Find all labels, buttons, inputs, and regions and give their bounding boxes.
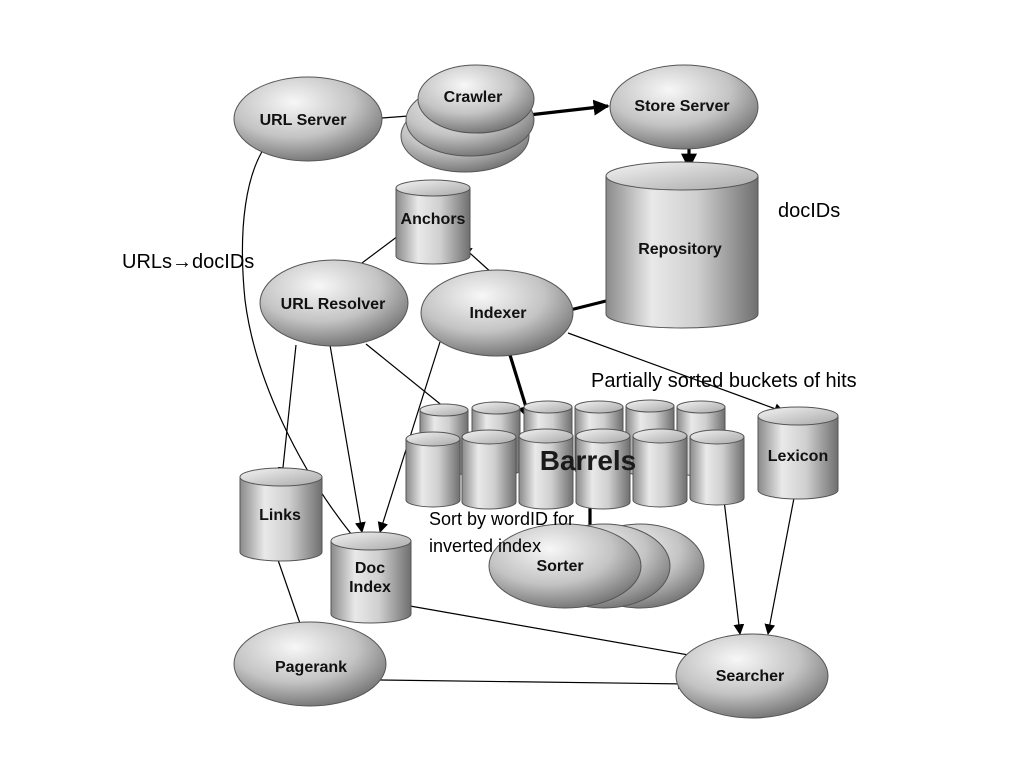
node-repository: Repository	[605, 161, 759, 329]
node-pagerank: Pagerank	[233, 621, 387, 707]
annotations: docIDs URLs→docIDs Partially sorted buck…	[122, 200, 857, 556]
searcher-label: Searcher	[716, 668, 785, 685]
docids-annotation: docIDs	[778, 200, 840, 222]
node-store-server: Store Server	[609, 64, 759, 150]
node-crawler: Crawler	[400, 64, 535, 173]
edge-pagerank-searcher	[379, 678, 690, 690]
node-url-resolver: URL Resolver	[259, 259, 409, 347]
links-label: Links	[259, 507, 301, 524]
urls-to-docids-annotation: URLs→docIDs	[122, 251, 254, 273]
node-searcher: Searcher	[675, 633, 829, 719]
indexer-label: Indexer	[470, 305, 527, 322]
barrels-label: Barrels	[540, 445, 637, 476]
edge-lexicon-searcher	[764, 497, 795, 636]
sort-annotation-line2: inverted index	[429, 536, 541, 556]
sort-annotation-line1: Sort by wordID for	[429, 509, 574, 529]
store-server-label: Store Server	[634, 98, 729, 115]
doc-index-label-line1: Doc	[355, 560, 385, 577]
pagerank-label: Pagerank	[275, 659, 347, 676]
url-server-label: URL Server	[260, 112, 347, 129]
crawler-label: Crawler	[444, 89, 503, 106]
barrels-front-row	[405, 428, 745, 510]
sorter-label: Sorter	[536, 558, 583, 575]
node-barrels: Barrels	[405, 399, 745, 510]
anchors-label: Anchors	[401, 211, 466, 228]
edge-urlresolver-docindex	[329, 344, 366, 534]
lexicon-label: Lexicon	[768, 448, 828, 465]
edge-urlresolver-links	[277, 344, 297, 479]
url-resolver-label: URL Resolver	[281, 296, 386, 313]
repository-label: Repository	[638, 241, 722, 258]
node-anchors: Anchors	[395, 179, 471, 265]
partially-sorted-annotation: Partially sorted buckets of hits	[591, 370, 857, 392]
edge-docindex-searcher	[409, 605, 702, 661]
node-indexer: Indexer	[420, 269, 574, 357]
node-doc-index: Doc Index	[330, 531, 412, 624]
node-lexicon: Lexicon	[757, 406, 839, 500]
node-links: Links	[239, 467, 323, 562]
node-url-server: URL Server	[233, 76, 383, 162]
doc-index-label-line2: Index	[349, 579, 391, 596]
edge-crawler-storeserver	[519, 99, 610, 118]
edge-barrels-searcher	[723, 499, 745, 636]
edge-indexer-lexicon	[567, 332, 786, 414]
node-sorter: Sorter	[488, 523, 705, 609]
